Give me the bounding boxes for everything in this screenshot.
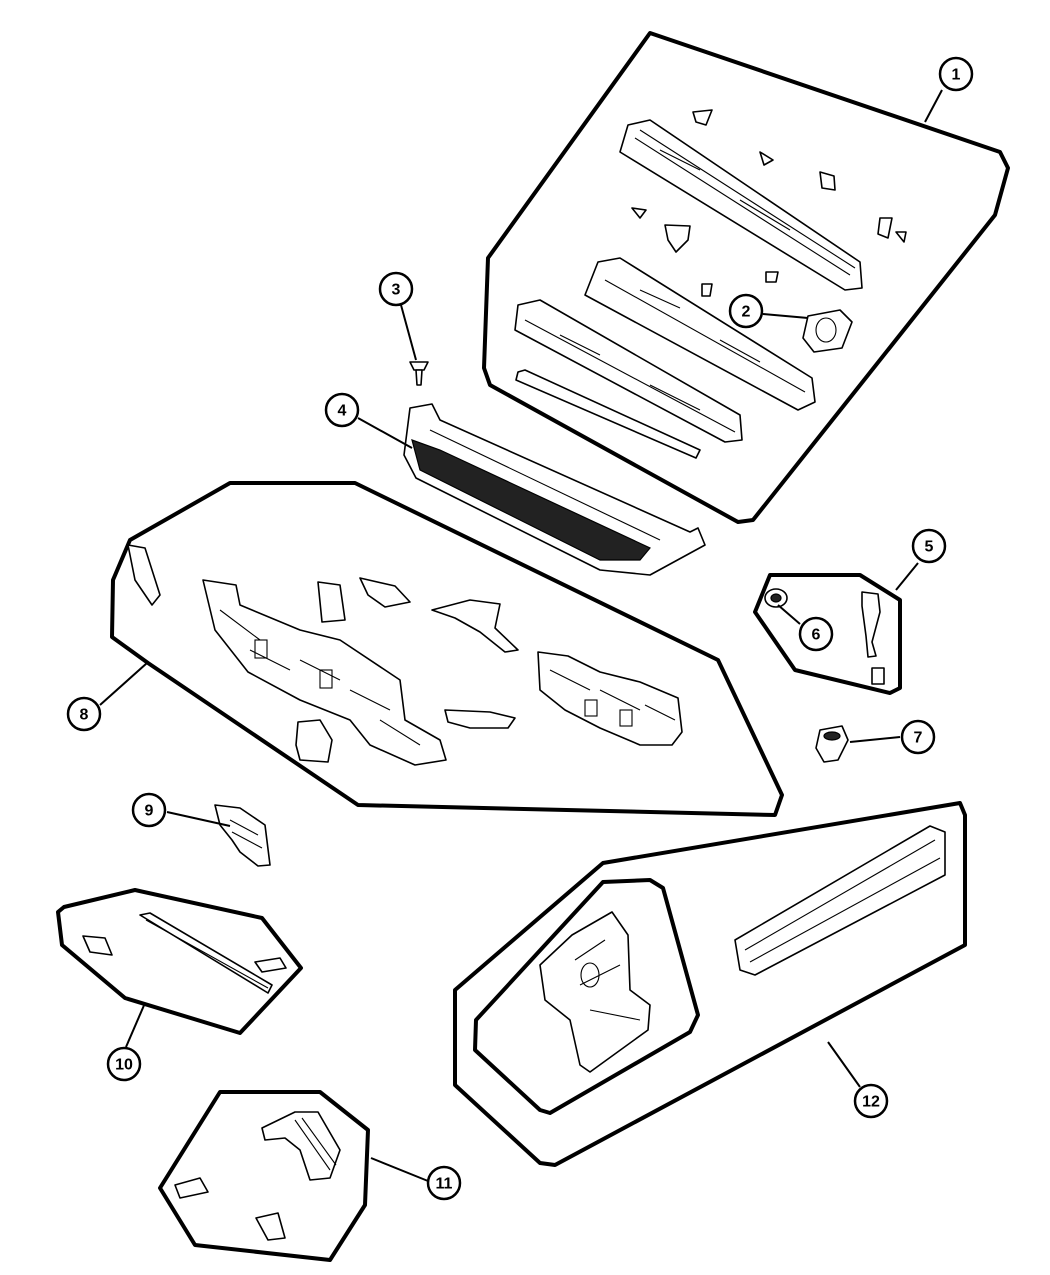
- callout-10: 10: [106, 1046, 142, 1082]
- callout-2-label: 2: [742, 304, 751, 321]
- callout-1: 1: [938, 56, 974, 92]
- callout-4-label: 4: [338, 403, 347, 420]
- callout-10-label: 10: [115, 1057, 133, 1074]
- group-12-inner-outline: [473, 878, 700, 1115]
- group-11-parts: [174, 1111, 341, 1241]
- callout-2: 2: [728, 293, 764, 329]
- callout-8: 8: [66, 696, 102, 732]
- group-12-outline: [453, 801, 967, 1167]
- callout-5: 5: [911, 528, 947, 564]
- part-9-bracket: [214, 804, 271, 867]
- leader-11: [370, 1157, 429, 1182]
- leader-4: [357, 417, 413, 449]
- part-6-plug: [764, 588, 788, 608]
- group-1-outline: [482, 31, 1010, 524]
- callout-3-label: 3: [392, 282, 401, 299]
- group-11-outline: [158, 1090, 370, 1262]
- part-7-grommet: [815, 725, 849, 763]
- group-10-outline: [56, 888, 303, 1035]
- group-10-rail: [82, 912, 287, 994]
- group-5-bracket: [861, 591, 885, 685]
- cowl-strip: [515, 369, 701, 459]
- callout-4: 4: [324, 392, 360, 428]
- callout-3: 3: [378, 271, 414, 307]
- leader-5: [895, 562, 919, 591]
- cowl-panel-middle: [584, 257, 816, 411]
- callout-1-label: 1: [952, 67, 961, 84]
- dash-panel-right: [537, 651, 683, 746]
- callout-12-label: 12: [862, 1094, 880, 1111]
- group-5-outline: [753, 573, 902, 695]
- group-8-outline: [110, 481, 784, 817]
- part-3-push-pin: [409, 361, 429, 386]
- leader-1: [924, 89, 943, 123]
- cowl-panel-lower: [514, 299, 743, 443]
- callout-6-label: 6: [812, 627, 821, 644]
- callout-7-label: 7: [914, 730, 923, 747]
- callout-9-label: 9: [145, 803, 154, 820]
- callout-11: 11: [426, 1165, 462, 1201]
- leader-2: [762, 313, 809, 319]
- callout-12: 12: [853, 1083, 889, 1119]
- leader-10: [125, 1002, 146, 1048]
- callout-8-label: 8: [80, 707, 89, 724]
- group-12-rail: [734, 825, 946, 976]
- callout-9: 9: [131, 792, 167, 828]
- leader-8: [99, 662, 148, 706]
- leader-6: [777, 604, 801, 625]
- dash-panel-left-main: [202, 579, 447, 766]
- leader-3: [400, 304, 417, 361]
- part-2-bracket: [802, 309, 853, 353]
- dash-small-parts: [127, 544, 519, 763]
- leader-12: [827, 1041, 861, 1088]
- cowl-panel-upper: [619, 119, 863, 291]
- part-4-cowl-seal: [403, 403, 706, 576]
- group-12-pillar: [539, 911, 651, 1073]
- leader-9: [166, 811, 231, 827]
- leader-7: [849, 736, 901, 743]
- callout-11-label: 11: [436, 1176, 453, 1193]
- callout-5-label: 5: [925, 539, 934, 556]
- callout-6: 6: [798, 616, 834, 652]
- small-brackets-group-1: [631, 109, 907, 297]
- callout-7: 7: [900, 719, 936, 755]
